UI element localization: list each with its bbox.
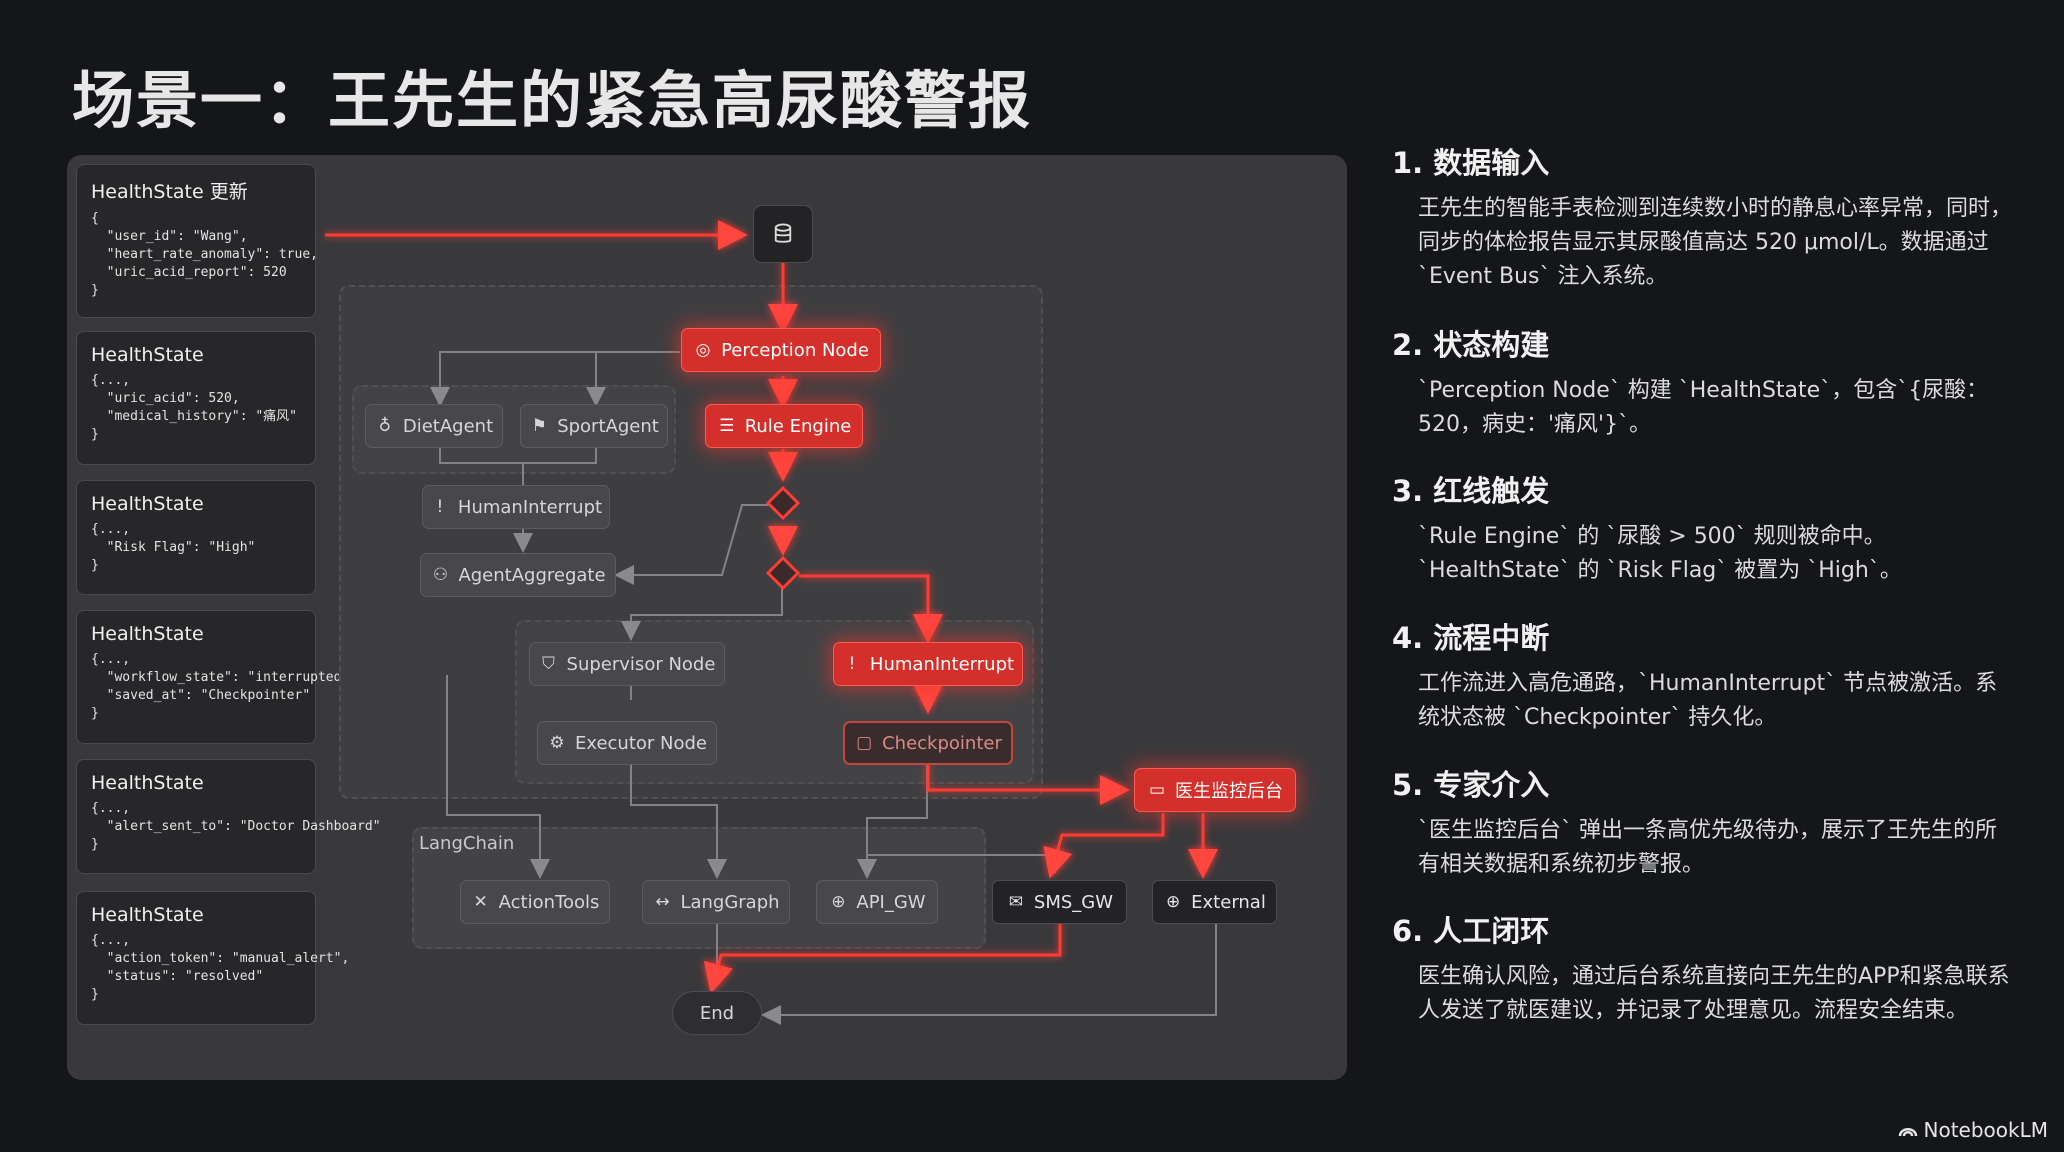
healthstate-title: HealthState (91, 623, 204, 645)
save-icon: ▢ (856, 733, 873, 753)
logo-text: NotebookLM (1923, 1118, 2049, 1142)
envelope-icon: ✉ (1008, 892, 1024, 912)
api-gw-label: API_GW (856, 891, 926, 913)
action-tools-node[interactable]: ✕ ActionTools (460, 880, 610, 924)
shield-icon: ⛉ (542, 654, 555, 674)
doctor-dashboard-node[interactable]: ▭ 医生监控后台 (1134, 768, 1296, 812)
step-heading: 2. 状态构建 (1392, 328, 1550, 362)
perception-node-label: Perception Node (721, 339, 869, 361)
step-heading: 1. 数据输入 (1392, 146, 1550, 180)
healthstate-json: {..., "uric_acid": 520, "medical_history… (91, 373, 298, 442)
langchain-label: LangChain (419, 833, 515, 854)
human-interrupt-red-label: HumanInterrupt (869, 653, 1015, 675)
monitor-icon: ▭ (1148, 780, 1166, 800)
step-heading: 5. 专家介入 (1392, 768, 1550, 802)
agent-aggregate-node[interactable]: ⚇ AgentAggregate (420, 553, 616, 597)
executor-node-label: Executor Node (574, 732, 708, 754)
notebooklm-logo[interactable]: NotebookLM (1898, 1118, 2049, 1142)
sport-agent-label: SportAgent (557, 415, 659, 437)
list-icon: ☰ (719, 416, 735, 436)
step-item: 4. 流程中断 工作流进入高危通路，`HumanInterrupt` 节点被激活… (1392, 615, 2012, 735)
perception-node[interactable]: ◎ Perception Node (681, 328, 881, 372)
supervisor-node[interactable]: ⛉ Supervisor Node (529, 642, 725, 686)
step-item: 6. 人工闭环 医生确认风险，通过后台系统直接向王先生的APP和紧急联系人发送了… (1392, 908, 2012, 1028)
database-icon (773, 223, 793, 244)
human-interrupt-gray-label: HumanInterrupt (457, 496, 603, 518)
langgraph-label: LangGraph (680, 891, 780, 913)
checkpointer-node[interactable]: ▢ Checkpointer (843, 721, 1013, 765)
sport-agent-node[interactable]: ⚑ SportAgent (520, 404, 668, 448)
group-icon: ⚇ (432, 565, 449, 585)
step-item: 2. 状态构建 `Perception Node` 构建 `HealthStat… (1392, 322, 2012, 442)
connection-lines (325, 220, 1218, 1025)
step-heading: 6. 人工闭环 (1392, 914, 1550, 948)
healthstate-title: HealthState (91, 493, 204, 515)
agent-aggregate-label: AgentAggregate (458, 564, 606, 586)
healthstate-title: HealthState (91, 904, 204, 926)
tools-icon: ✕ (473, 892, 488, 912)
healthstate-card-update: HealthState 更新 { "user_id": "Wang", "hea… (76, 164, 318, 318)
globe-icon: ⊕ (831, 892, 846, 912)
supervisor-node-label: Supervisor Node (566, 653, 716, 675)
api-gw-node[interactable]: ⊕ API_GW (816, 880, 938, 924)
diet-agent-node[interactable]: ♁ DietAgent (365, 404, 503, 448)
end-node[interactable]: End (672, 991, 762, 1035)
action-tools-label: ActionTools (498, 891, 600, 913)
step-heading: 4. 流程中断 (1392, 621, 1550, 655)
step-heading: 3. 红线触发 (1392, 474, 1550, 508)
diet-agent-label: DietAgent (402, 415, 494, 437)
healthstate-title: HealthState 更新 (91, 181, 248, 203)
external-label: External (1191, 891, 1266, 913)
rule-engine-node[interactable]: ☰ Rule Engine (705, 404, 863, 448)
executor-node[interactable]: ⚙ Executor Node (537, 721, 717, 765)
human-interrupt-gray-node[interactable]: ! HumanInterrupt (422, 485, 610, 529)
step-body: 工作流进入高危通路，`HumanInterrupt` 节点被激活。系统状态被 `… (1418, 671, 1998, 730)
external-node[interactable]: ⊕ External (1152, 880, 1277, 924)
step-body: `Rule Engine` 的 `尿酸 > 500` 规则被命中。`Health… (1418, 524, 1902, 583)
sms-gw-node[interactable]: ✉ SMS_GW (992, 880, 1127, 924)
page-title: 场景一：王先生的紧急高尿酸警报 (72, 64, 1033, 137)
end-label: End (699, 1002, 735, 1024)
sms-gw-label: SMS_GW (1033, 891, 1114, 913)
healthstate-title: HealthState (91, 344, 204, 366)
step-item: 3. 红线触发 `Rule Engine` 的 `尿酸 > 500` 规则被命中… (1392, 468, 2012, 588)
step-item: 5. 专家介入 `医生监控后台` 弹出一条高优先级待办，展示了王先生的所有相关数… (1392, 762, 2012, 882)
checkpointer-node-label: Checkpointer (882, 732, 1002, 754)
gear-icon: ⚙ (549, 733, 565, 753)
healthstate-card: HealthState {..., "workflow_state": "int… (76, 610, 357, 744)
rule-engine-node-label: Rule Engine (744, 415, 852, 437)
runner-icon: ⚑ (531, 416, 547, 436)
step-body: 医生确认风险，通过后台系统直接向王先生的APP和紧急联系人发送了就医建议，并记录… (1418, 964, 2010, 1023)
human-interrupt-red-node[interactable]: ! HumanInterrupt (833, 642, 1023, 686)
step-body: 王先生的智能手表检测到连续数小时的静息心率异常，同时，同步的体检报告显示其尿酸值… (1418, 196, 2013, 289)
notebooklm-icon (1898, 1120, 1918, 1140)
healthstate-title: HealthState (91, 772, 204, 794)
step-body: `Perception Node` 构建 `HealthState`，包含`{尿… (1418, 378, 1989, 437)
exclamation-icon: ! (848, 654, 856, 674)
arrows-icon: ↔ (655, 892, 670, 912)
step-item: 1. 数据输入 王先生的智能手表检测到连续数小时的静息心率异常，同时，同步的体检… (1392, 140, 2012, 294)
globe-icon: ⊕ (1166, 892, 1181, 912)
database-node[interactable] (753, 205, 813, 263)
healthstate-json: {..., "Risk Flag": "High" } (91, 522, 256, 573)
target-icon: ◎ (695, 340, 711, 360)
langgraph-node[interactable]: ↔ LangGraph (642, 880, 790, 924)
healthstate-card: HealthState {..., "Risk Flag": "High" } (76, 480, 316, 595)
workflow-diagram-panel: HealthState 更新 { "user_id": "Wang", "hea… (67, 155, 1347, 1080)
exclamation-icon: ! (436, 497, 444, 517)
apple-icon: ♁ (378, 416, 392, 436)
doctor-dashboard-label: 医生监控后台 (1175, 781, 1283, 802)
step-body: `医生监控后台` 弹出一条高优先级待办，展示了王先生的所有相关数据和系统初步警报… (1418, 818, 1997, 877)
healthstate-card: HealthState {..., "action_token": "manua… (76, 891, 349, 1025)
healthstate-card: HealthState {..., "uric_acid": 520, "med… (76, 331, 316, 465)
